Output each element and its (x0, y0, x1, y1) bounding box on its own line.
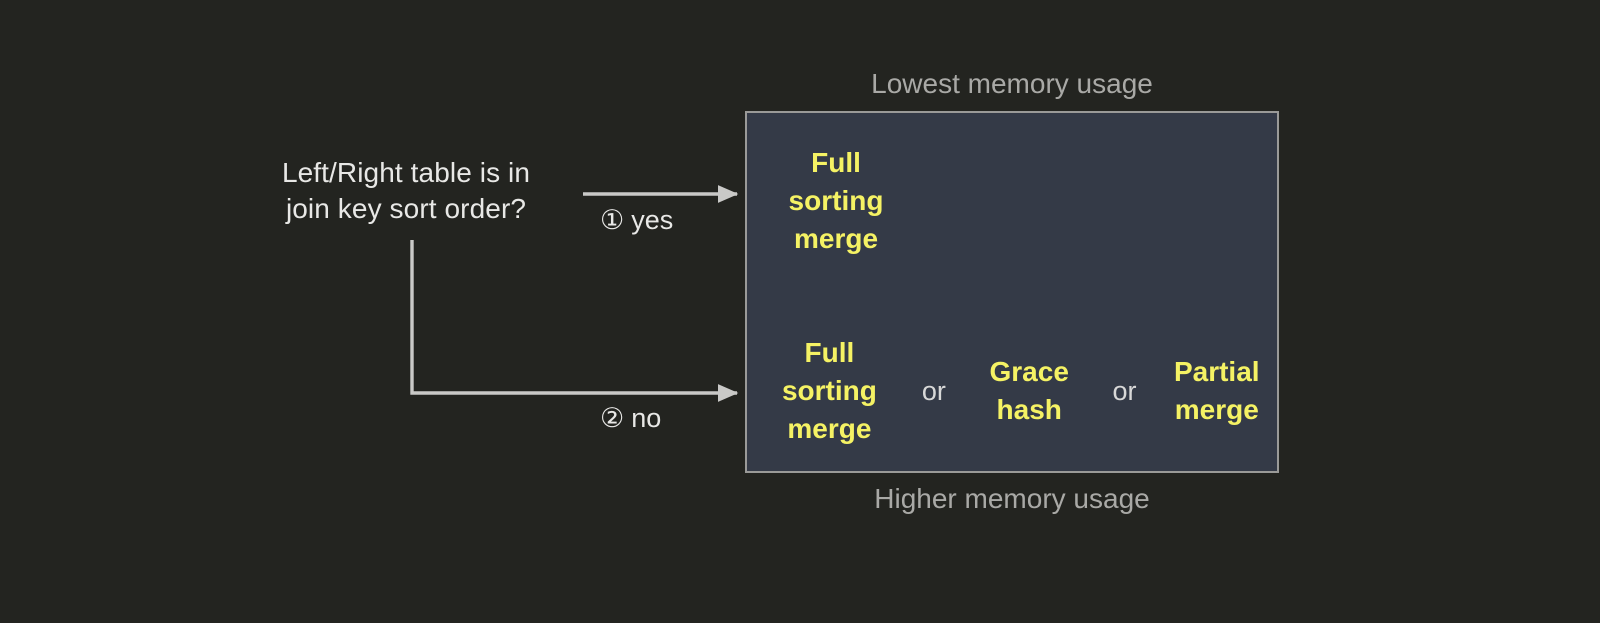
circled-number-1-icon: ① (600, 205, 625, 235)
option-line: sorting (788, 185, 884, 217)
option-line: Grace (989, 356, 1069, 388)
option-line: hash (996, 394, 1062, 425)
caption-lowest-memory: Lowest memory usage (871, 68, 1153, 99)
caption-higher-memory: Higher memory usage (874, 483, 1150, 514)
decision-question: Left/Right table is in join key sort ord… (236, 155, 576, 227)
option-line: Full (811, 147, 861, 179)
option-line: merge (793, 222, 879, 254)
question-line-2: join key sort order? (285, 192, 527, 224)
conjunction-or-2: or (1112, 375, 1137, 406)
branch-no-text: no (631, 403, 662, 433)
option-line: merge (787, 412, 872, 444)
option-line: sorting (781, 375, 877, 407)
option-line: Full (804, 337, 855, 369)
conjunction-or-1: or (921, 375, 946, 406)
option-partial-merge: Partial merge (1157, 353, 1277, 429)
option-line: Partial (1173, 356, 1260, 388)
question-line-1: Left/Right table is in (281, 157, 531, 188)
join-strategy-panel: Full sorting merge Full sorting merge or… (745, 111, 1279, 473)
option-full-sorting-merge-unsorted: Full sorting merge (761, 334, 898, 447)
option-full-sorting-merge-sorted: Full sorting merge (761, 144, 911, 257)
option-row-unsorted: Full sorting merge or Grace hash or Part… (747, 321, 1277, 461)
arrow-no (410, 240, 739, 402)
option-line: merge (1174, 394, 1259, 425)
option-grace-hash: Grace hash (970, 353, 1089, 429)
option-row-sorted: Full sorting merge (747, 131, 1277, 271)
branch-yes-text: yes (631, 205, 674, 235)
circled-number-2-icon: ② (600, 403, 625, 433)
